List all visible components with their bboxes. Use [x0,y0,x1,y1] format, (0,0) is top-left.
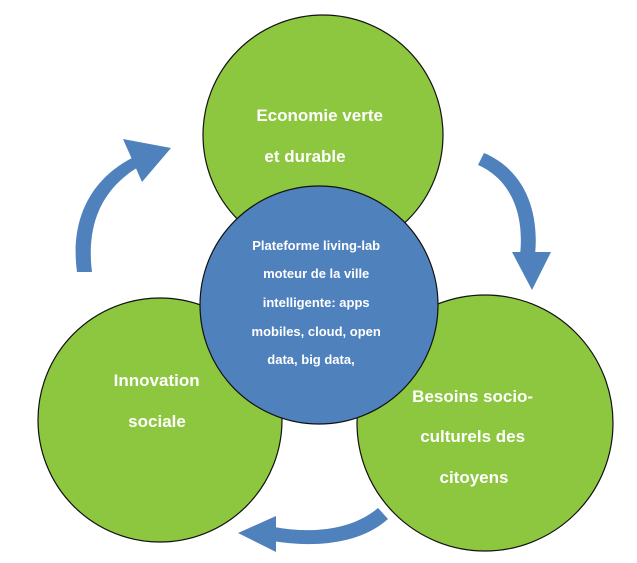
node-center-line-1: Plateforme living-lab [252,238,380,253]
arrow-right-to-left [238,508,388,552]
node-right-label: Besoins socio- culturels des citoyens [412,387,538,487]
node-top-label: Economie verte et durable [256,106,387,166]
node-top-line-2: et durable [264,147,345,166]
arrow-left-to-top [75,139,171,272]
node-center-label: Plateforme living-lab moteur de la ville… [252,238,385,367]
node-right-line-3: citoyens [440,468,509,487]
node-center-line-4: mobiles, cloud, open [252,324,381,339]
node-right-line-1: Besoins socio- [412,387,533,406]
node-right-line-2: culturels des [420,427,525,446]
arrow-top-to-right [478,153,551,290]
node-left-label: Innovation sociale [114,371,205,431]
node-left-line-2: sociale [128,412,186,431]
node-top-line-1: Economie verte [256,106,383,125]
node-center-line-2: moteur de la ville [263,266,369,281]
node-left-line-1: Innovation [114,371,200,390]
node-center-line-3: intelligente: apps [263,295,370,310]
node-center-circle [199,185,439,425]
node-center-line-5: data, big data, [267,352,354,367]
